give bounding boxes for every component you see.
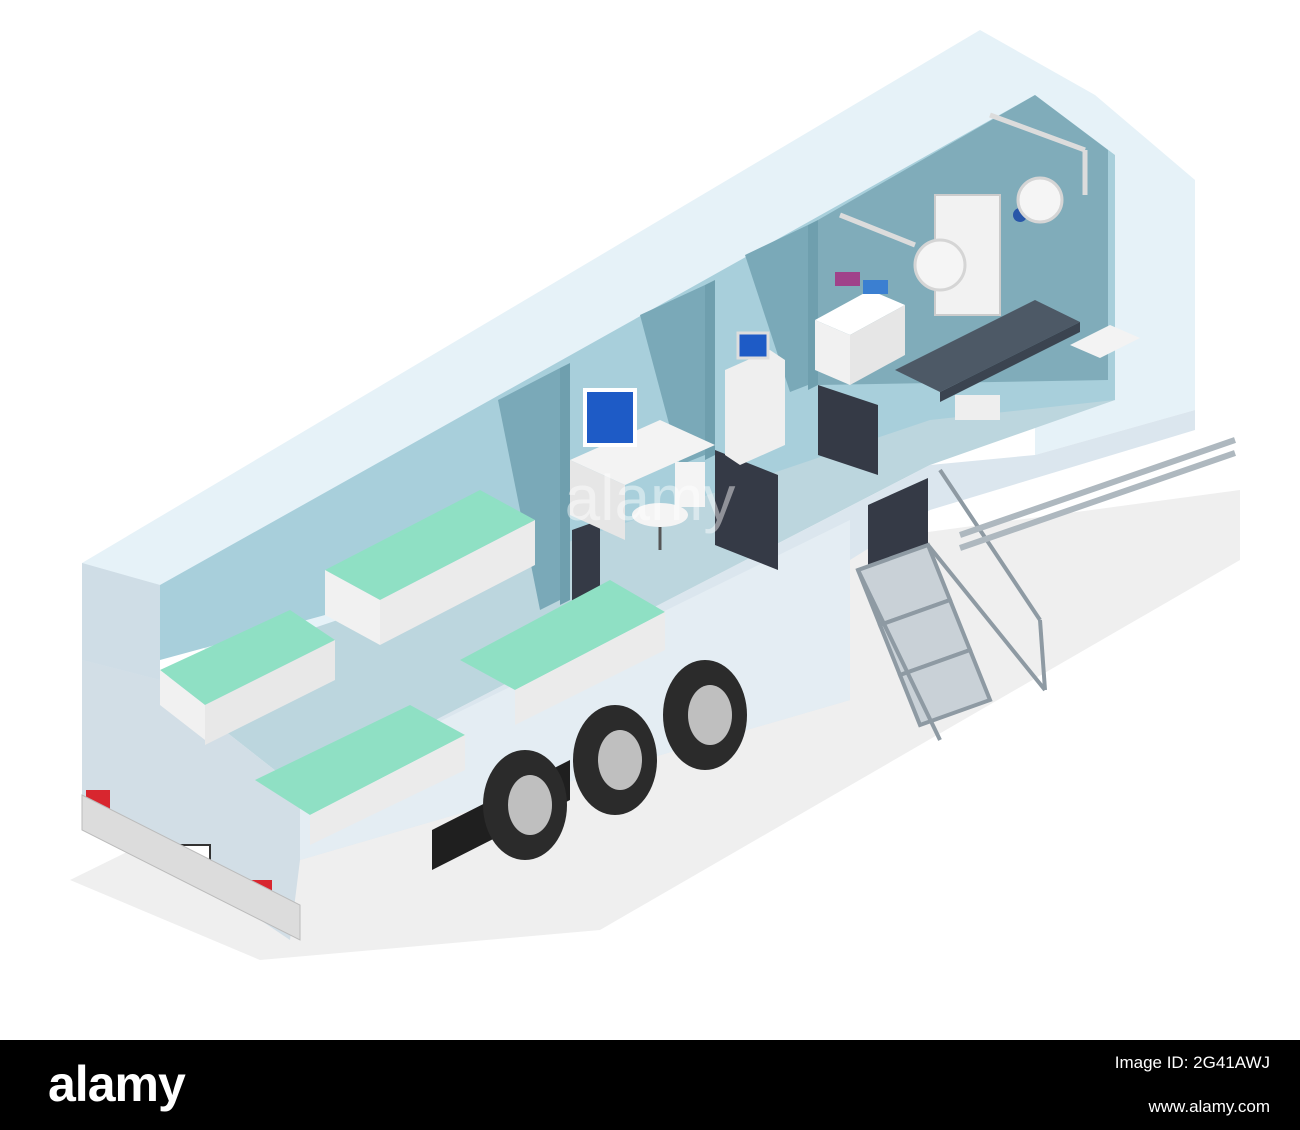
hospital-bed-3 [255,705,465,845]
monitor-cart [725,331,785,465]
partition-room-wall-3 [745,225,808,392]
entry-stairs [855,468,1047,741]
computer-monitor [583,388,637,447]
door-3 [818,385,878,475]
image-id: Image ID: 2G41AWJ [1114,1053,1270,1072]
medical-cabinet [815,272,905,385]
instrument-tray [1070,325,1140,358]
hospital-bed-2 [325,490,535,645]
footer-bar: alamy Image ID: 2G41AWJ www.alamy.com [0,1040,1300,1130]
wheel-2 [573,705,657,815]
hospital-bed-4 [460,580,665,725]
site-url[interactable]: www.alamy.com [1148,1097,1270,1116]
wheel-1 [483,750,567,860]
interior-floor [160,400,1115,790]
partition-2 [705,280,715,460]
trailer-rear-end [82,563,160,680]
door-2 [715,450,778,570]
office-chair [632,462,705,550]
trailer-rear-face [82,660,300,940]
partition-1 [560,363,570,605]
watermark: alamy [565,462,736,534]
side-rails [959,437,1236,551]
rear-bumper [81,794,301,941]
partition-room-wall-2 [640,285,705,465]
wheel-3 [663,660,747,770]
hospital-bed-1 [160,610,335,745]
mobile-hospital-trailer-illustration: alamy [70,30,1240,960]
partition-room-wall [498,368,560,610]
office-desk [570,388,715,540]
surgical-light [839,112,1088,292]
alamy-logo[interactable]: alamy [48,1056,186,1112]
operating-table [895,300,1080,420]
